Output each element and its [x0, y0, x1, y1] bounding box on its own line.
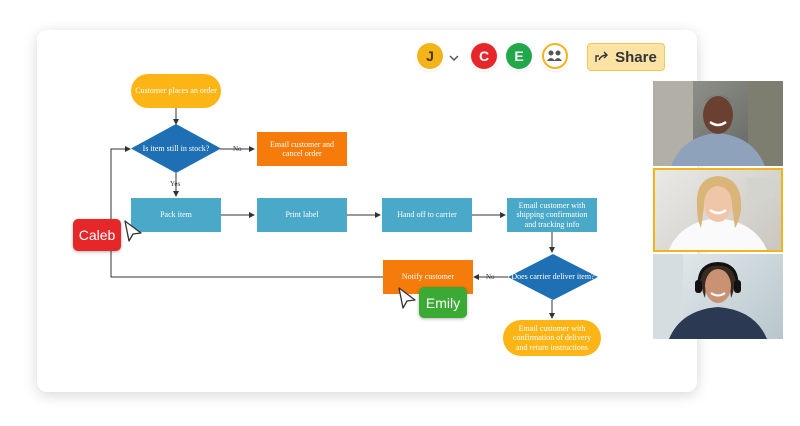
person-avatar-image: [653, 254, 767, 339]
video-tile-1[interactable]: [653, 81, 783, 166]
share-button[interactable]: Share: [587, 43, 665, 71]
pack-item-node[interactable]: Pack item: [131, 198, 221, 232]
chevron-down-icon[interactable]: [449, 54, 459, 62]
decision-in-stock-label: Is item still in stock?: [142, 143, 210, 153]
decision-in-stock[interactable]: Is item still in stock?: [131, 124, 221, 173]
print-label-node[interactable]: Print label: [257, 198, 347, 232]
participants-icon[interactable]: [542, 43, 568, 69]
avatar-c[interactable]: C: [471, 43, 497, 69]
avatar-j[interactable]: J: [417, 43, 443, 69]
avatar-e[interactable]: E: [506, 43, 532, 69]
edge-label-no-stock: No: [233, 145, 242, 153]
cursor-icon-caleb: [124, 220, 142, 242]
email-delivery-node[interactable]: Email customer with confirmation of deli…: [503, 320, 601, 356]
share-icon: [595, 51, 609, 62]
video-tile-3[interactable]: [653, 254, 783, 339]
decision-delivered-label: Does carrier deliver item?: [511, 272, 595, 282]
handoff-node[interactable]: Hand off to carrier: [382, 198, 472, 232]
edge-label-no-delivered: No: [486, 273, 495, 281]
email-shipping-node[interactable]: Email customer with shipping confirmatio…: [507, 198, 597, 232]
person-avatar-image: [653, 81, 783, 166]
email-cancel-node[interactable]: Email customer and cancel order: [257, 132, 347, 166]
cursor-label-emily: Emily: [419, 287, 467, 318]
cursor-icon-emily: [398, 287, 416, 309]
decision-delivered[interactable]: Does carrier deliver item?: [508, 254, 598, 300]
start-node[interactable]: Customer places an order: [131, 74, 221, 108]
share-label: Share: [615, 48, 657, 66]
edge-label-yes: Yes: [170, 180, 181, 188]
cursor-label-caleb: Caleb: [73, 219, 121, 251]
video-tile-2[interactable]: [653, 168, 783, 252]
person-avatar-image: [669, 176, 775, 250]
